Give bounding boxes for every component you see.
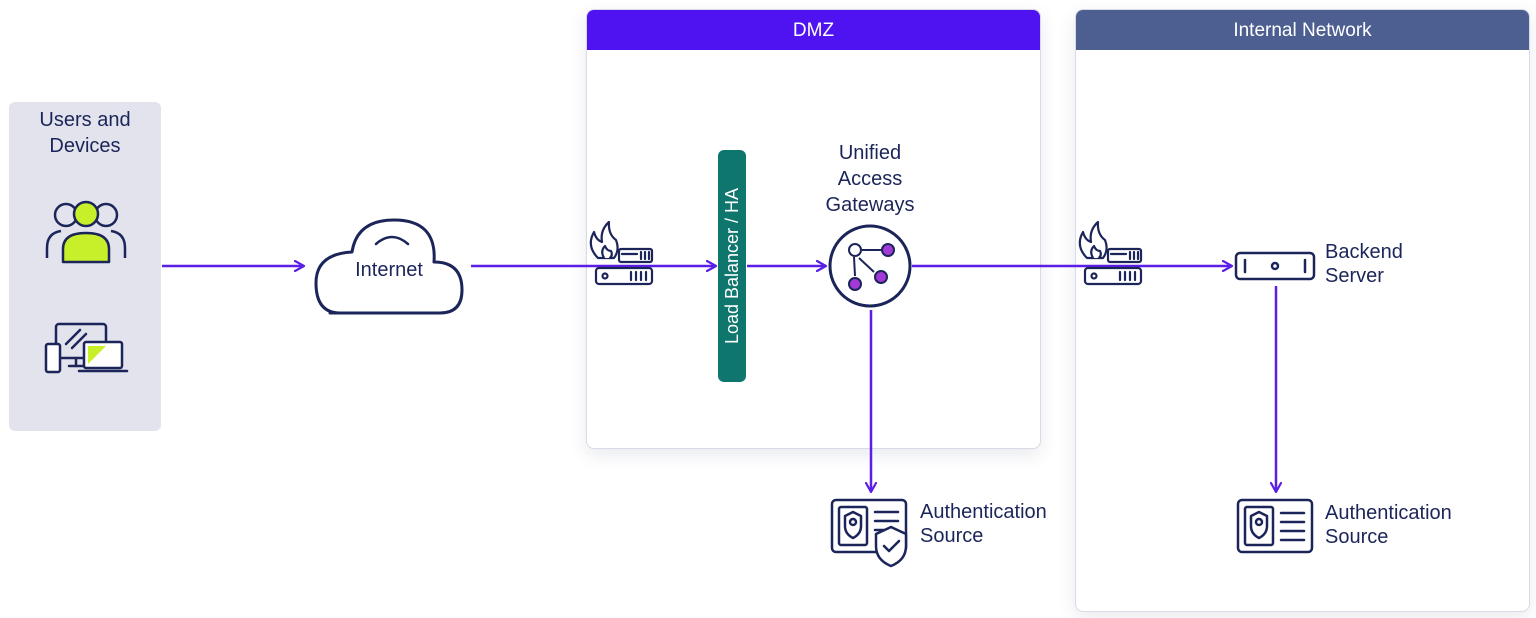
gateway-label-line2: Access	[837, 168, 903, 190]
users-group-icon	[45, 200, 127, 264]
backend-server-icon	[1234, 251, 1316, 281]
dmz-auth-source-icon	[830, 498, 908, 568]
internal-auth-label-line2: Source	[1325, 526, 1389, 548]
users-devices-title: Users and Devices	[9, 107, 161, 159]
internal-auth-source-icon	[1236, 498, 1314, 554]
dmz-firewall-icon	[589, 220, 654, 286]
backend-server-label: Backend Server	[1325, 240, 1465, 288]
internet-cloud-icon	[314, 218, 464, 315]
dmz-auth-source-label: Authentication Source	[920, 500, 1070, 548]
gateway-label-line3: Gateways	[825, 194, 915, 216]
dmz-header: DMZ	[587, 10, 1040, 50]
backend-label-line2: Server	[1325, 265, 1384, 287]
gateway-label: Unified Access Gateways	[800, 140, 940, 218]
cloud-highlight-icon	[374, 235, 410, 246]
internal-network-zone: Internal Network	[1075, 9, 1530, 612]
internal-network-header: Internal Network	[1076, 10, 1529, 50]
backend-label-line1: Backend	[1325, 241, 1403, 263]
users-devices-panel	[9, 102, 161, 431]
internal-firewall-icon	[1078, 220, 1143, 286]
gateway-label-line1: Unified	[838, 142, 902, 164]
internal-auth-label-line1: Authentication	[1325, 502, 1452, 524]
users-title-line2: Devices	[49, 135, 121, 157]
users-title-line1: Users and	[39, 109, 131, 131]
dmz-auth-label-line1: Authentication	[920, 501, 1047, 523]
dmz-auth-label-line2: Source	[920, 525, 984, 547]
internet-label: Internet	[355, 259, 423, 281]
load-balancer-bar	[718, 150, 746, 382]
devices-icon	[44, 322, 129, 374]
dmz-zone: DMZ	[586, 9, 1041, 449]
gateway-icon	[828, 224, 912, 308]
internal-auth-source-label: Authentication Source	[1325, 501, 1475, 549]
